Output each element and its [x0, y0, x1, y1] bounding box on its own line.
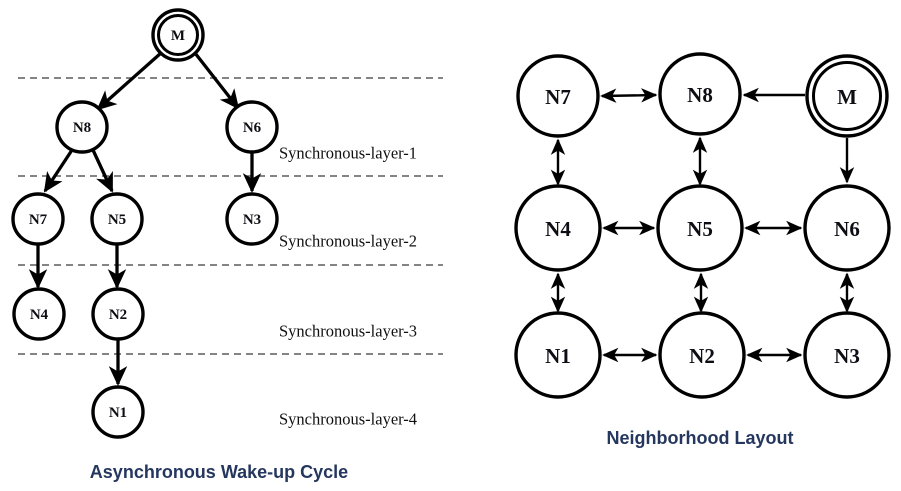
node-ring — [225, 100, 279, 154]
grid-node-label-N8: N8 — [687, 83, 713, 107]
node-ring — [91, 385, 145, 439]
tree-nodes: M N8 N6 N7 N5 N3 — [11, 8, 279, 439]
edge-N7-N8 — [600, 88, 658, 103]
grid-node-N7[interactable]: N7 — [516, 54, 600, 138]
tree-node-label-N8: N8 — [73, 120, 91, 136]
node-ring — [658, 52, 742, 136]
node-ring — [656, 184, 744, 272]
tree-node-N6[interactable]: N6 — [225, 100, 279, 154]
layer-divider-lines — [18, 77, 443, 355]
tree-node-N2[interactable]: N2 — [91, 287, 145, 341]
grid-node-label-N3: N3 — [834, 344, 860, 368]
node-ring — [90, 192, 144, 246]
layer-label-4: Synchronous-layer-4 — [279, 410, 417, 429]
node-ring — [514, 184, 602, 272]
panel-asynchronous-wake-up-cycle: M N8 N6 N7 N5 N3 — [11, 8, 443, 482]
grid-nodes: N7 N8 M N4 N5 N6 — [514, 52, 891, 399]
tree-edges — [28, 51, 262, 386]
tree-node-N3[interactable]: N3 — [225, 192, 279, 246]
tree-node-N4[interactable]: N4 — [12, 287, 66, 341]
tree-node-label-N3: N3 — [243, 212, 261, 228]
grid-node-N1[interactable]: N1 — [514, 311, 602, 399]
node-inner-ring — [157, 14, 199, 56]
grid-node-N8[interactable]: N8 — [658, 52, 742, 136]
node-ring — [91, 287, 145, 341]
node-ring — [514, 311, 602, 399]
grid-node-label-N5: N5 — [687, 217, 713, 241]
node-ring — [658, 311, 746, 399]
grid-node-N2[interactable]: N2 — [658, 311, 746, 399]
node-ring — [516, 54, 600, 138]
node-ring — [55, 100, 109, 154]
grid-node-label-N6: N6 — [834, 217, 860, 241]
node-inner-ring — [812, 61, 882, 131]
tree-node-N7[interactable]: N7 — [11, 192, 65, 246]
layer-label-2: Synchronous-layer-2 — [279, 232, 417, 251]
grid-node-label-N7: N7 — [545, 85, 571, 109]
layer-label-3: Synchronous-layer-3 — [279, 322, 417, 341]
panel-neighborhood-layout: N7 N8 M N4 N5 N6 — [514, 52, 891, 448]
grid-node-M[interactable]: M — [805, 54, 889, 138]
tree-node-M[interactable]: M — [151, 8, 205, 62]
tree-node-label-N6: N6 — [243, 120, 262, 136]
node-ring — [803, 184, 891, 272]
tree-node-label-N5: N5 — [108, 212, 126, 228]
tree-node-label-N7: N7 — [29, 212, 48, 228]
tree-node-label-N4: N4 — [30, 307, 49, 323]
grid-node-N5[interactable]: N5 — [656, 184, 744, 272]
grid-edges — [550, 87, 855, 363]
node-ring — [225, 192, 279, 246]
layer-label-1: Synchronous-layer-1 — [279, 144, 417, 163]
panel-caption-neighborhood-layout: Neighborhood Layout — [607, 428, 794, 448]
tree-node-N8[interactable]: N8 — [55, 100, 109, 154]
edge-N8-N7 — [43, 149, 74, 193]
edge-N8-N5 — [91, 149, 114, 193]
grid-node-N4[interactable]: N4 — [514, 184, 602, 272]
tree-node-N1[interactable]: N1 — [91, 385, 145, 439]
grid-node-N6[interactable]: N6 — [803, 184, 891, 272]
tree-node-label-N1: N1 — [109, 405, 127, 421]
tree-node-N5[interactable]: N5 — [90, 192, 144, 246]
grid-node-N3[interactable]: N3 — [803, 311, 891, 399]
tree-node-label-N2: N2 — [109, 307, 127, 323]
node-ring — [11, 192, 65, 246]
grid-node-label-N2: N2 — [689, 344, 715, 368]
node-ring — [12, 287, 66, 341]
node-ring — [803, 311, 891, 399]
grid-node-label-M: M — [837, 85, 857, 109]
edge-M-N6 — [193, 51, 240, 110]
panel-caption-asynchronous-wake-up-cycle: Asynchronous Wake-up Cycle — [90, 462, 348, 482]
edge-M-N8 — [96, 51, 163, 111]
tree-node-label-M: M — [171, 28, 185, 44]
grid-node-label-N1: N1 — [545, 344, 571, 368]
grid-node-label-N4: N4 — [545, 217, 571, 241]
layer-labels: Synchronous-layer-1 Synchronous-layer-2 … — [279, 144, 417, 429]
